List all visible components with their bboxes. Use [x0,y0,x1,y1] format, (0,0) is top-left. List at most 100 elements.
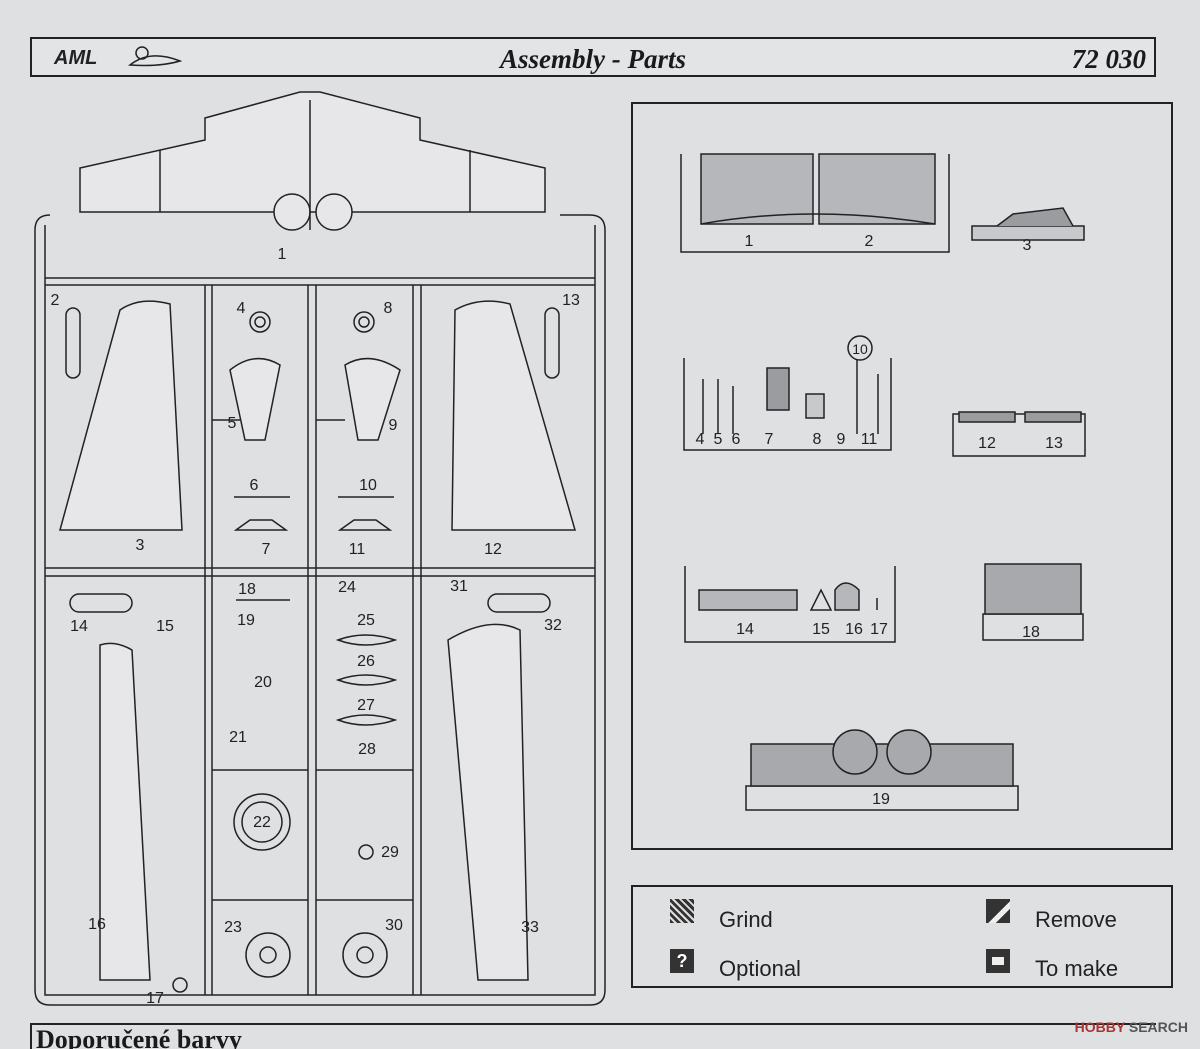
resin-label-9: 9 [837,431,846,448]
watermark-brand: HOBBY [1074,1019,1125,1035]
sprue-part-25 [335,634,398,646]
to-make-icon [986,949,1010,973]
sprue-label-11: 11 [349,541,366,558]
header-bar: AML Assembly - Parts 72 030 [30,37,1156,77]
grind-icon [670,899,694,923]
sprue-part-29 [358,844,374,860]
logo-text: AML [53,47,97,69]
sprue-part-8 [353,311,375,333]
resin-frame-3 [684,566,896,643]
sprue-label-18: 18 [238,581,256,598]
sprue-label-20: 20 [254,674,272,691]
sprue-label-1: 1 [278,246,287,263]
sprue-label-27: 27 [357,697,375,714]
sprue-drawing: 1 2 3 4 5 6 7 8 9 10 11 12 13 14 15 16 1… [34,91,606,1007]
watermark-suffix: SEARCH [1128,1019,1188,1035]
resin-label-17: 17 [870,621,888,638]
sprue-label-32: 32 [544,617,562,634]
resin-label-15: 15 [812,621,830,638]
sprue-part-16 [99,642,151,981]
sprue-label-6: 6 [250,477,259,494]
sprue-label-22: 22 [253,814,271,831]
sprue-label-23: 23 [224,919,242,936]
sprue-label-29: 29 [381,844,399,861]
sprue-label-33: 33 [521,919,539,936]
sprue-part-30 [342,932,388,978]
legend-to-make: To make [1035,956,1119,981]
resin-label-2: 2 [865,233,874,250]
resin-part-12 [952,413,1086,457]
resin-frame-2 [683,358,892,451]
sprue-part-9 [344,357,401,441]
resin-parts-panel: 1 2 3 4 5 6 7 8 9 11 10 12 13 14 15 16 1… [631,102,1173,850]
legend-box: Grind ? Optional Remove To make [631,885,1173,988]
sprue-label-3: 3 [136,537,145,554]
remove-icon [986,899,1010,923]
sprue-label-9: 9 [389,417,398,434]
sprue-label-31: 31 [450,578,468,595]
sprue-part-32 [487,593,551,613]
resin-label-4: 4 [696,431,705,448]
sprue-label-26: 26 [357,653,375,670]
resin-label-5: 5 [714,431,723,448]
resin-part-1 [700,153,814,225]
sprue-part-14 [69,593,133,613]
sprue-label-10: 10 [359,477,377,494]
sprue-part-22 [233,793,291,851]
resin-label-8: 8 [813,431,822,448]
sprue-part-23 [245,932,291,978]
sprue-label-8: 8 [384,300,393,317]
resin-label-1: 1 [745,233,754,250]
resin-label-13: 13 [1045,435,1063,452]
sprue-part-27 [335,714,398,726]
sprue-label-19: 19 [237,612,255,629]
sprue-label-25: 25 [357,612,375,629]
resin-label-18: 18 [1022,624,1040,641]
resin-label-7: 7 [765,431,774,448]
resin-label-11: 11 [861,431,878,448]
sprue-label-5: 5 [228,415,237,432]
page-title: Assembly - Parts [500,44,686,74]
sprue-part-wing [79,91,546,231]
sprue-label-28: 28 [358,741,376,758]
sprue-label-30: 30 [385,917,403,934]
sprue-part-33 [447,623,529,981]
resin-label-12: 12 [978,435,996,452]
resin-label-10: 10 [852,341,868,357]
optional-icon: ? [670,949,694,973]
sprue-part-4 [249,311,271,333]
sprue-label-2: 2 [51,292,60,309]
sprue-part-26 [335,674,398,686]
sprue-part-11 [337,519,393,531]
sprue-part-5 [229,357,281,441]
recommended-colors-title: Doporučené barvy [30,1023,1156,1049]
sprue-label-7: 7 [262,541,271,558]
sprue-label-4: 4 [237,300,246,317]
resin-label-19: 19 [872,791,890,808]
legend-optional: Optional [719,956,801,981]
sprue-part-13 [544,307,560,379]
sprue-part-7 [233,519,289,531]
resin-part-2 [818,153,936,225]
sprue-part-17 [172,977,188,993]
watermark: HOBBY SEARCH [1075,1019,1188,1035]
resin-label-14: 14 [736,621,754,638]
sprue-label-17: 17 [146,990,164,1007]
sprue-label-16: 16 [88,916,106,933]
resin-label-16: 16 [845,621,863,638]
sprue-label-24: 24 [338,579,356,596]
sprue-part-2 [65,307,81,379]
sprue-part-3 [59,300,183,531]
resin-label-6: 6 [732,431,741,448]
resin-label-3: 3 [1023,237,1032,254]
kit-code: 72 030 [1071,44,1146,74]
aml-logo: AML [50,43,190,71]
resin-parts-drawing: 1 2 3 4 5 6 7 8 9 11 10 12 13 14 15 16 1… [680,153,1086,811]
resin-frame-1 [680,154,950,253]
legend-grind: Grind [719,907,773,932]
sprue-label-13: 13 [562,292,580,309]
legend-remove: Remove [1035,907,1117,932]
sprue-label-15: 15 [156,618,174,635]
sprue-label-21: 21 [229,729,247,746]
sprue-part-12 [451,300,576,531]
